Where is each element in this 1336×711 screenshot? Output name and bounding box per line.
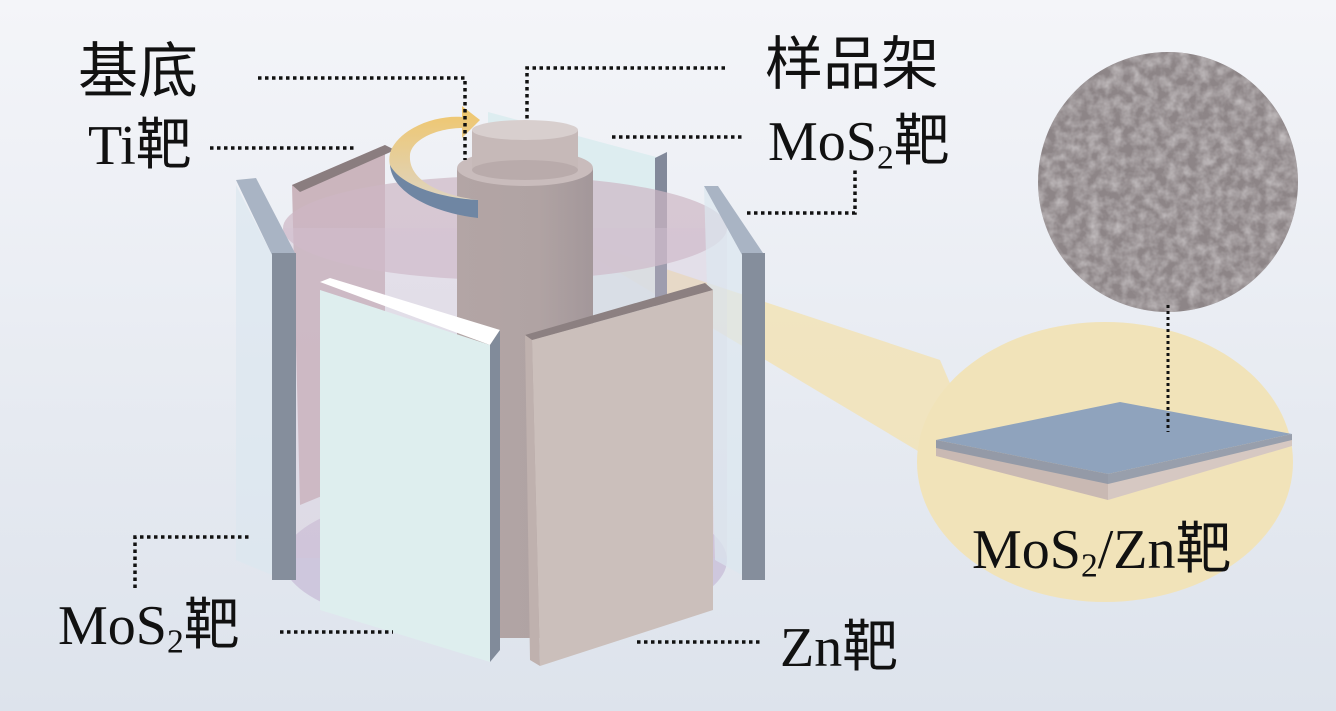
composite-target-label: MoS2/Zn靶 — [972, 522, 1232, 583]
mos2-zn-sample-plate — [936, 402, 1292, 500]
label-subscript: 2 — [166, 623, 184, 661]
label-subscript: 2 — [1080, 547, 1098, 585]
sample-holder-label: 样品架 — [765, 32, 940, 97]
label-suffix: 靶 — [842, 617, 899, 679]
mos2-target-bottom-label: MoS2靶 — [58, 598, 240, 659]
right-side-target — [704, 186, 765, 580]
left-side-target — [236, 178, 296, 580]
zn-target-label: Zn靶 — [780, 620, 898, 676]
label-suffix: 靶 — [135, 115, 192, 177]
mos2-target-front — [320, 278, 500, 662]
label-suffix: 靶 — [183, 595, 240, 657]
label-main: Ti — [88, 115, 136, 177]
label-suffix: /Zn靶 — [1097, 519, 1232, 581]
leader-lines — [133, 66, 857, 644]
label-main: MoS — [972, 519, 1081, 581]
label-main: MoS — [58, 595, 167, 657]
label-suffix: 靶 — [893, 111, 950, 173]
sem-micrograph — [1038, 52, 1298, 312]
ti-target-label: Ti靶 — [88, 118, 192, 174]
label-main: MoS — [768, 111, 877, 173]
label-main: Zn — [780, 617, 843, 679]
mos2-target-top-label: MoS2靶 — [768, 114, 950, 175]
zn-target — [525, 283, 713, 666]
substrate-label: 基底 — [78, 39, 198, 105]
label-subscript: 2 — [876, 139, 894, 177]
